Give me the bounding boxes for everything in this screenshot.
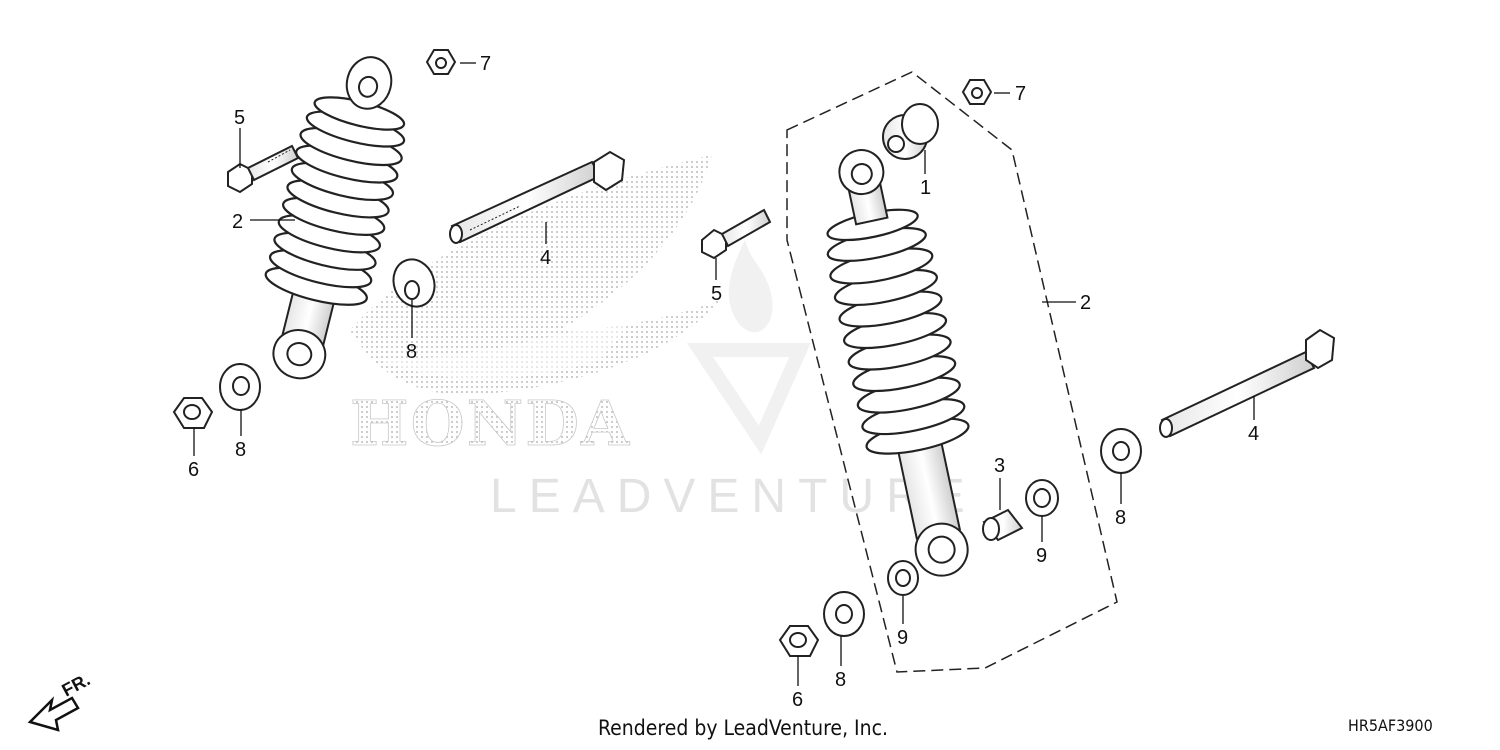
right-flange-nut-6 <box>778 625 820 657</box>
callout-4-right: 4 <box>1248 423 1259 445</box>
leadventure-watermark-emblem <box>686 240 811 455</box>
callout-8-left-lower: 8 <box>235 439 246 461</box>
right-bushing-1 <box>882 103 939 160</box>
right-cap-nut-7 <box>961 79 993 105</box>
left-shock-absorber <box>264 56 406 380</box>
right-shock-absorber <box>826 149 970 577</box>
honda-wordmark: HONDA <box>350 387 631 460</box>
callout-5-left: 5 <box>234 107 245 129</box>
right-collar-3 <box>982 508 1024 542</box>
right-washer-8-far <box>1100 428 1142 474</box>
left-flange-nut-6 <box>172 397 214 429</box>
callout-4-left: 4 <box>540 247 551 269</box>
honda-wing-logo <box>350 155 720 395</box>
callout-2-right: 2 <box>1080 292 1091 314</box>
callout-1-right: 1 <box>920 177 931 199</box>
callout-9-right-upper: 9 <box>1036 545 1047 567</box>
callout-7-right: 7 <box>1015 83 1026 105</box>
right-washer-8-lower <box>823 591 865 637</box>
callout-5-right: 5 <box>711 283 722 305</box>
left-cap-nut-7 <box>425 49 457 75</box>
svg-text:FR.: FR. <box>58 669 93 700</box>
callout-6-right: 6 <box>792 689 803 711</box>
right-assembly-group-outline <box>786 71 1118 673</box>
leadventure-watermark-text: LEADVENTURE <box>490 470 977 523</box>
callout-9-right-lower: 9 <box>897 627 908 649</box>
callout-2-left: 2 <box>232 211 243 233</box>
diagram-code: HR5AF3900 <box>1348 716 1433 735</box>
right-flange-bolt-5 <box>701 208 772 260</box>
rendered-by-credit: Rendered by LeadVenture, Inc. <box>598 716 888 740</box>
left-washer-8-upper <box>392 258 436 308</box>
right-bushing-9-upper <box>1025 479 1059 517</box>
callout-6-left: 6 <box>188 459 199 481</box>
callout-8-right-lower: 8 <box>835 669 846 691</box>
callout-8-left-upper: 8 <box>406 341 417 363</box>
callout-3-right: 3 <box>994 455 1005 477</box>
right-bushing-9-lower <box>887 560 919 596</box>
front-direction-arrow: FR. <box>27 669 93 732</box>
callout-7-left: 7 <box>480 53 491 75</box>
right-long-bolt-4 <box>1159 328 1336 438</box>
left-washer-8-lower <box>219 363 261 411</box>
callout-8-right-far: 8 <box>1115 507 1126 529</box>
leader-lines <box>193 62 1255 686</box>
left-long-bolt-4 <box>449 150 626 244</box>
